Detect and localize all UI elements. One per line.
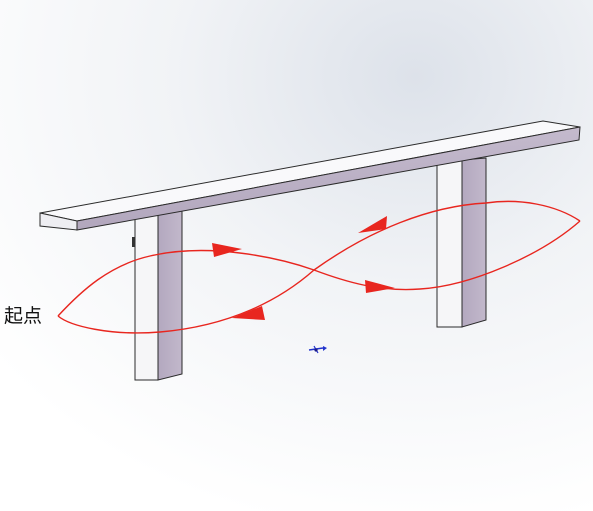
- beam-front-face: [76, 126, 581, 231]
- right-post: [436, 157, 487, 328]
- top-beam: [39, 120, 581, 231]
- path-segment-left-lower: [57, 269, 315, 334]
- path-segment-right-upper: [313, 200, 581, 271]
- arrow-upper-right: [358, 216, 387, 233]
- arrow-upper-left: [212, 243, 242, 257]
- left-post-front-face: [134, 213, 159, 381]
- path-arrows: [212, 216, 395, 320]
- path-segment-right-lower: [313, 220, 581, 291]
- arrow-lower-right: [365, 280, 395, 293]
- left-post-marker: [132, 237, 135, 247]
- coordinate-triad-icon: [308, 345, 327, 354]
- right-post-side-face: [461, 157, 487, 328]
- start-label: 起点: [4, 305, 42, 327]
- path-segment-start-upper: [57, 249, 315, 317]
- beam-edge-mark: [209, 192, 231, 198]
- motion-path: [57, 200, 581, 334]
- left-post-side-face: [157, 209, 183, 381]
- right-post-front-face: [436, 159, 463, 328]
- left-post: [132, 209, 183, 381]
- arrow-lower-left: [232, 306, 265, 320]
